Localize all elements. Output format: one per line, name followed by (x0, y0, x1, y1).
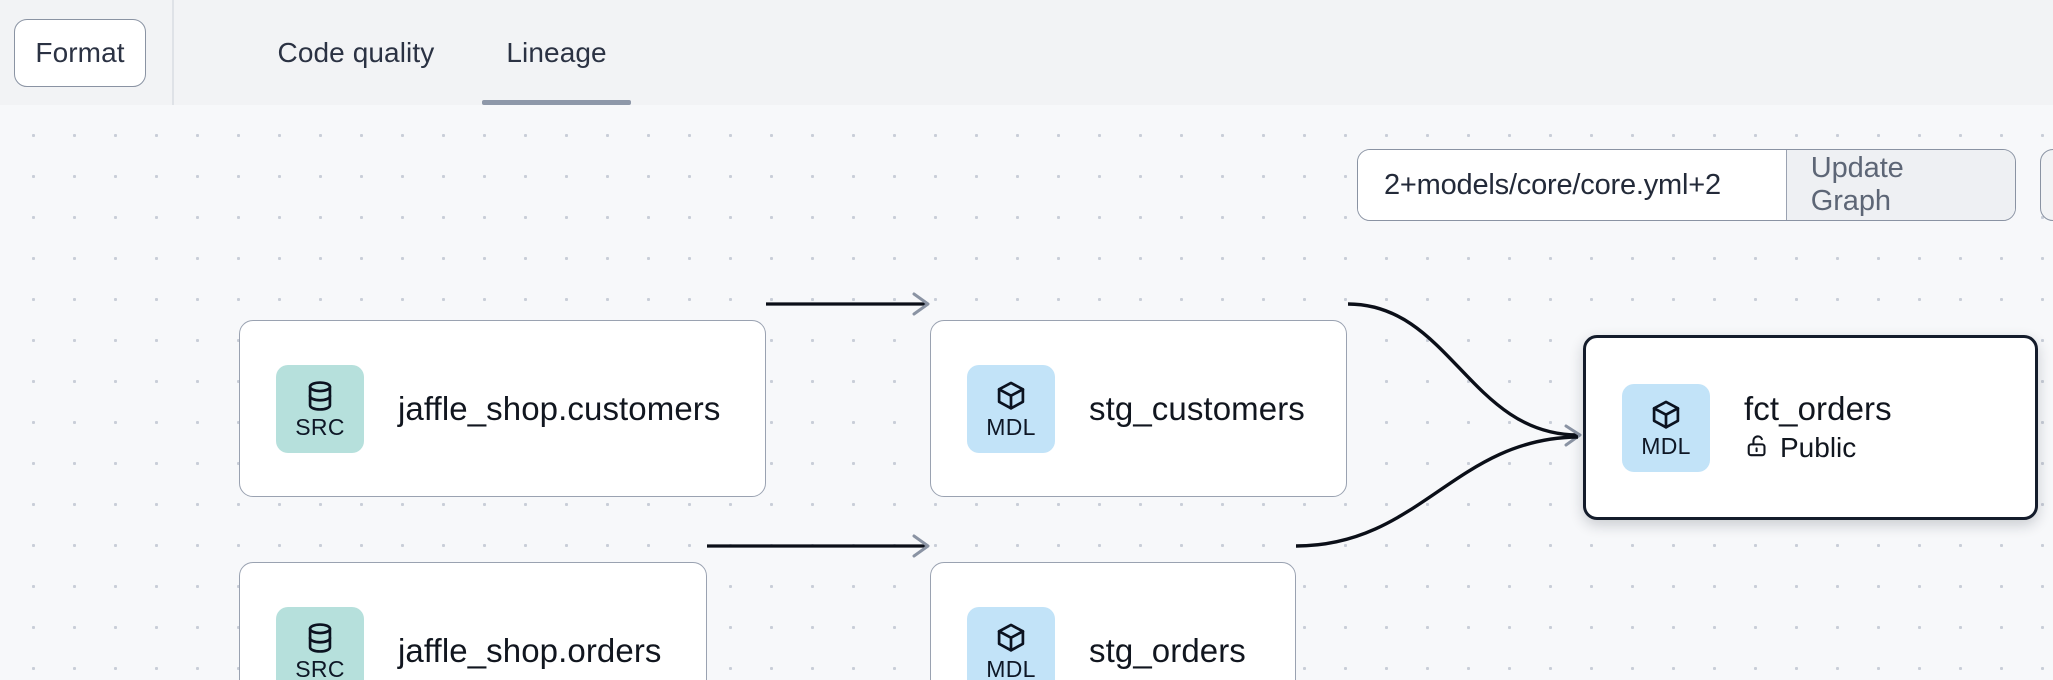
database-icon (302, 621, 338, 655)
node-body: jaffle_shop.orders (398, 632, 662, 670)
graph-controls: Update Graph (1357, 149, 2053, 221)
node-title: fct_orders (1744, 389, 1892, 427)
node-access-label: Public (1780, 432, 1857, 464)
format-button[interactable]: Format (14, 18, 146, 87)
lineage-node-jaffle-shop-customers[interactable]: SRC jaffle_shop.customers (239, 320, 766, 497)
edge-orders-to-stg-orders (707, 534, 930, 558)
graph-selector-input[interactable] (1358, 150, 1786, 220)
mdl-badge-label: MDL (986, 655, 1036, 680)
src-badge: SRC (276, 606, 364, 680)
cube-icon (1648, 398, 1684, 432)
tab-code-quality[interactable]: Code quality (242, 0, 471, 105)
mdl-badge: MDL (967, 364, 1055, 453)
src-badge: SRC (276, 364, 364, 453)
database-icon (302, 379, 338, 413)
src-badge-label: SRC (295, 655, 345, 680)
node-body: jaffle_shop.customers (398, 390, 721, 428)
mdl-badge: MDL (1622, 383, 1710, 472)
tab-code-quality-label: Code quality (277, 36, 435, 68)
graph-options-button[interactable] (2040, 149, 2053, 221)
selector-group: Update Graph (1357, 149, 2017, 221)
cube-icon (993, 379, 1029, 413)
lineage-node-stg-orders[interactable]: MDL stg_orders (930, 562, 1296, 680)
node-title: stg_customers (1089, 389, 1305, 427)
tab-bar: Code quality Lineage (174, 0, 2053, 105)
edge-customers-to-stg-customers (766, 292, 930, 316)
lineage-node-fct-orders[interactable]: MDL fct_orders Public (1583, 335, 2038, 520)
unlock-icon (1744, 432, 1771, 466)
edge-stg-customers-to-fct-orders (1347, 302, 1582, 447)
node-body: fct_orders Public (1744, 390, 1892, 466)
tab-lineage-label: Lineage (506, 36, 607, 68)
node-body: stg_customers (1089, 390, 1305, 428)
src-badge-label: SRC (295, 413, 345, 440)
node-access-meta: Public (1744, 432, 1892, 466)
lineage-node-jaffle-shop-orders[interactable]: SRC jaffle_shop.orders (239, 562, 707, 680)
tab-lineage[interactable]: Lineage (470, 0, 642, 105)
mdl-badge: MDL (967, 606, 1055, 680)
node-title: stg_orders (1089, 631, 1246, 669)
update-graph-button[interactable]: Update Graph (1785, 150, 2016, 220)
node-body: stg_orders (1089, 632, 1246, 670)
mdl-badge-label: MDL (1641, 432, 1691, 459)
mdl-badge-label: MDL (986, 413, 1036, 440)
cube-icon (993, 621, 1029, 655)
editor-toolbar: Format Code quality Lineage (0, 0, 2053, 105)
lineage-canvas[interactable]: SRC jaffle_shop.customers MDL stg_custo (0, 105, 2053, 680)
toolbar-divider (172, 0, 174, 105)
node-title: jaffle_shop.orders (398, 631, 662, 669)
tab-active-underline (482, 100, 631, 105)
toolbar-left-section: Format (0, 0, 172, 105)
lineage-node-stg-customers[interactable]: MDL stg_customers (930, 320, 1347, 497)
node-title: jaffle_shop.customers (398, 389, 721, 427)
